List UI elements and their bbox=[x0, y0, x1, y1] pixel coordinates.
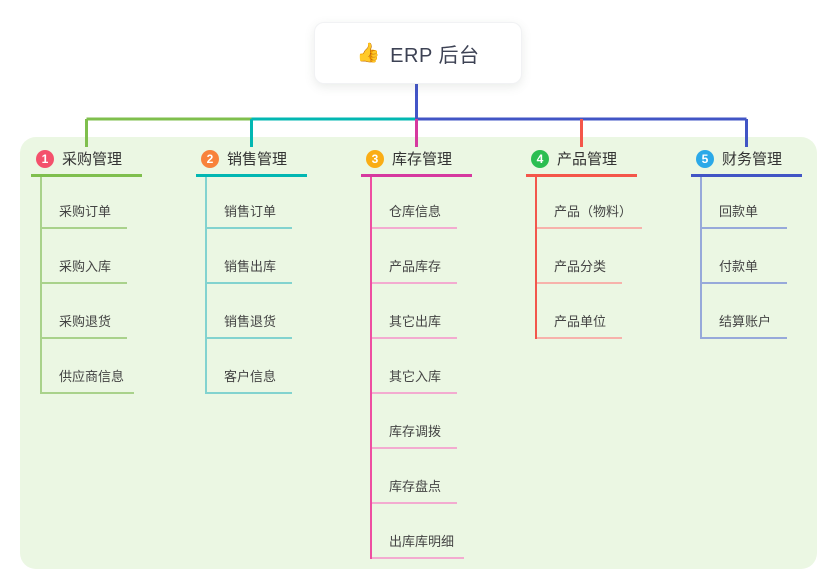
child-node[interactable]: 产品分类 bbox=[537, 229, 622, 284]
child-node-label: 产品（物料） bbox=[554, 204, 633, 219]
branch-number-badge: 2 bbox=[201, 149, 219, 168]
child-node[interactable]: 库存调拨 bbox=[372, 394, 457, 449]
child-node[interactable]: 产品库存 bbox=[372, 229, 457, 284]
branch-number-badge: 3 bbox=[366, 149, 384, 168]
child-node-label: 产品单位 bbox=[554, 314, 607, 329]
child-node[interactable]: 销售退货 bbox=[207, 284, 292, 339]
child-node[interactable]: 仓库信息 bbox=[372, 177, 457, 229]
branch-3: 3 库存管理仓库信息产品库存其它出库其它入库库存调拨库存盘点出库库明细 bbox=[361, 143, 472, 559]
child-node[interactable]: 结算账户 bbox=[702, 284, 787, 339]
child-node[interactable]: 付款单 bbox=[702, 229, 787, 284]
branch-number-badge: 4 bbox=[531, 149, 549, 168]
child-node[interactable]: 采购入库 bbox=[42, 229, 127, 284]
branch-title-node[interactable]: 5 财务管理 bbox=[691, 143, 802, 177]
branch-title-node[interactable]: 2 销售管理 bbox=[196, 143, 307, 177]
child-node[interactable]: 采购退货 bbox=[42, 284, 127, 339]
branch-title-node[interactable]: 4 产品管理 bbox=[526, 143, 637, 177]
child-node[interactable]: 产品（物料） bbox=[537, 177, 643, 229]
branch-title-label: 采购管理 bbox=[62, 151, 123, 168]
child-node[interactable]: 其它入库 bbox=[372, 339, 457, 394]
branch-number-badge: 5 bbox=[696, 149, 714, 168]
child-node-label: 供应商信息 bbox=[59, 369, 125, 384]
child-node-label: 销售退货 bbox=[224, 314, 277, 329]
child-node-label: 销售出库 bbox=[224, 259, 277, 274]
child-node[interactable]: 销售出库 bbox=[207, 229, 292, 284]
child-node[interactable]: 销售订单 bbox=[207, 177, 292, 229]
branch-1: 1 采购管理采购订单采购入库采购退货供应商信息 bbox=[31, 143, 142, 394]
branch-title-node[interactable]: 1 采购管理 bbox=[31, 143, 142, 177]
child-node[interactable]: 出库库明细 bbox=[372, 504, 465, 559]
branch-title-label: 产品管理 bbox=[557, 151, 618, 168]
child-node[interactable]: 供应商信息 bbox=[42, 339, 135, 394]
child-node[interactable]: 其它出库 bbox=[372, 284, 457, 339]
mindmap-panel bbox=[20, 137, 817, 569]
branch-number-badge: 1 bbox=[36, 149, 54, 168]
branch-children: 采购订单采购入库采购退货供应商信息 bbox=[40, 177, 135, 394]
child-node-label: 回款单 bbox=[719, 204, 759, 219]
child-node-label: 付款单 bbox=[719, 259, 759, 274]
child-node-label: 产品分类 bbox=[554, 259, 607, 274]
branch-2: 2 销售管理销售订单销售出库销售退货客户信息 bbox=[196, 143, 307, 394]
child-node-label: 采购订单 bbox=[59, 204, 112, 219]
child-node-label: 其它出库 bbox=[389, 314, 442, 329]
child-node[interactable]: 采购订单 bbox=[42, 177, 127, 229]
branch-children: 产品（物料） 产品分类产品单位 bbox=[535, 177, 643, 339]
child-node[interactable]: 产品单位 bbox=[537, 284, 622, 339]
branch-children: 销售订单销售出库销售退货客户信息 bbox=[205, 177, 292, 394]
root-label: ERP 后台 bbox=[390, 44, 480, 67]
child-node-label: 出库库明细 bbox=[389, 534, 455, 549]
child-node-label: 其它入库 bbox=[389, 369, 442, 384]
child-node-label: 库存调拨 bbox=[389, 424, 442, 439]
branch-children: 仓库信息产品库存其它出库其它入库库存调拨库存盘点出库库明细 bbox=[370, 177, 465, 559]
child-node[interactable]: 库存盘点 bbox=[372, 449, 457, 504]
branch-title-label: 库存管理 bbox=[392, 151, 453, 168]
thumbs-up-icon: 👍 bbox=[356, 42, 381, 64]
child-node-label: 库存盘点 bbox=[389, 479, 442, 494]
child-node-label: 仓库信息 bbox=[389, 204, 442, 219]
branch-title-node[interactable]: 3 库存管理 bbox=[361, 143, 472, 177]
child-node[interactable]: 客户信息 bbox=[207, 339, 292, 394]
child-node[interactable]: 回款单 bbox=[702, 177, 787, 229]
child-node-label: 采购入库 bbox=[59, 259, 112, 274]
child-node-label: 客户信息 bbox=[224, 369, 277, 384]
child-node-label: 产品库存 bbox=[389, 259, 442, 274]
branch-children: 回款单付款单结算账户 bbox=[700, 177, 787, 339]
branch-title-label: 财务管理 bbox=[722, 151, 783, 168]
child-node-label: 采购退货 bbox=[59, 314, 112, 329]
branch-4: 4 产品管理产品（物料） 产品分类产品单位 bbox=[526, 143, 643, 339]
child-node-label: 结算账户 bbox=[719, 314, 772, 329]
branch-5: 5 财务管理回款单付款单结算账户 bbox=[691, 143, 802, 339]
branch-title-label: 销售管理 bbox=[227, 151, 288, 168]
child-node-label: 销售订单 bbox=[224, 204, 277, 219]
root-node[interactable]: 👍 ERP 后台 bbox=[314, 22, 522, 84]
